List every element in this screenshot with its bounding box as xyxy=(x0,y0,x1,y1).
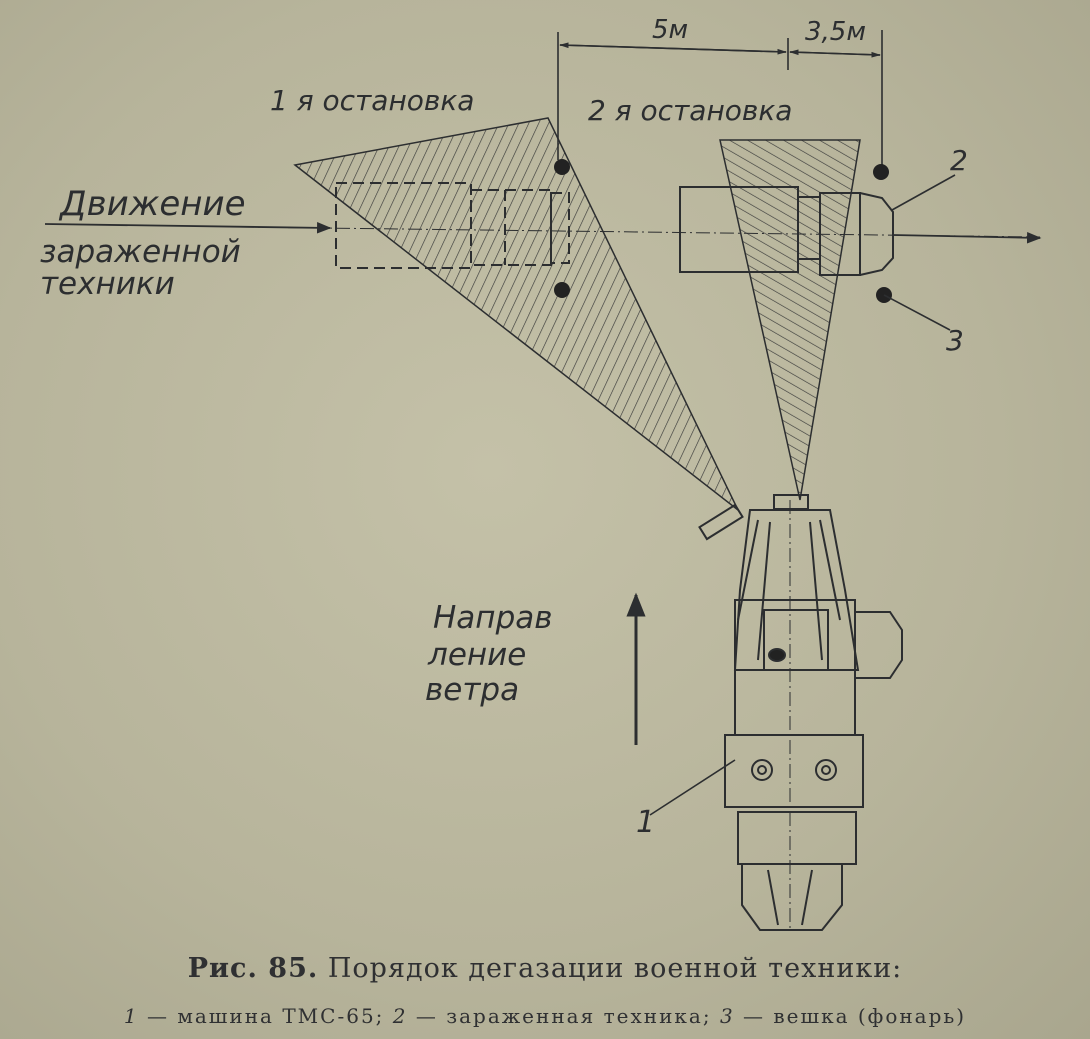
stop1-label: 1 я остановка xyxy=(270,84,474,117)
legend-t1: — машина ТМС-65; xyxy=(138,1004,393,1028)
callout-2: 2 xyxy=(950,144,968,177)
motion-arrow-left xyxy=(44,222,332,234)
callout-3: 3 xyxy=(946,324,964,357)
legend-t2: — зараженная техника; xyxy=(407,1004,720,1028)
marker-poles xyxy=(554,159,892,303)
motion-label-line3: техники xyxy=(40,266,175,302)
stop2-label: 2 я остановка xyxy=(588,94,792,127)
callout-1: 1 xyxy=(636,805,655,840)
legend-n2: 2 xyxy=(392,1004,408,1028)
motion-label-line1: Движение xyxy=(58,184,246,224)
legend-n1: 1 xyxy=(123,1004,139,1028)
dim-left-label: 5м xyxy=(652,15,688,45)
legend-t3: — вешка (фонарь) xyxy=(734,1004,967,1028)
legend-n3: 3 xyxy=(719,1004,735,1028)
spray-cone-stop2 xyxy=(719,139,861,501)
figure-caption-title: Рис. 85. Порядок дегазации военной техни… xyxy=(0,953,1090,984)
wind-label-line2: ление xyxy=(427,637,526,673)
dimension-lines xyxy=(557,30,883,168)
figure-title: Порядок дегазации военной техники: xyxy=(327,953,903,984)
tms65-machine xyxy=(698,494,903,931)
wind-label-line1: Направ xyxy=(433,600,553,636)
figure-number: Рис. 85. xyxy=(187,953,319,984)
wind-label-line3: ветра xyxy=(425,672,519,708)
motion-label-line2: зараженной xyxy=(40,234,241,270)
motion-arrow-right xyxy=(892,231,1042,244)
dim-right-label: 3,5м xyxy=(805,17,866,47)
callout-leaders xyxy=(649,174,956,816)
figure-caption-legend: 1 — машина ТМС-65; 2 — зараженная техник… xyxy=(0,1004,1090,1028)
spray-cone-stop1 xyxy=(293,117,739,511)
contaminated-vehicle-stop1 xyxy=(335,182,570,269)
